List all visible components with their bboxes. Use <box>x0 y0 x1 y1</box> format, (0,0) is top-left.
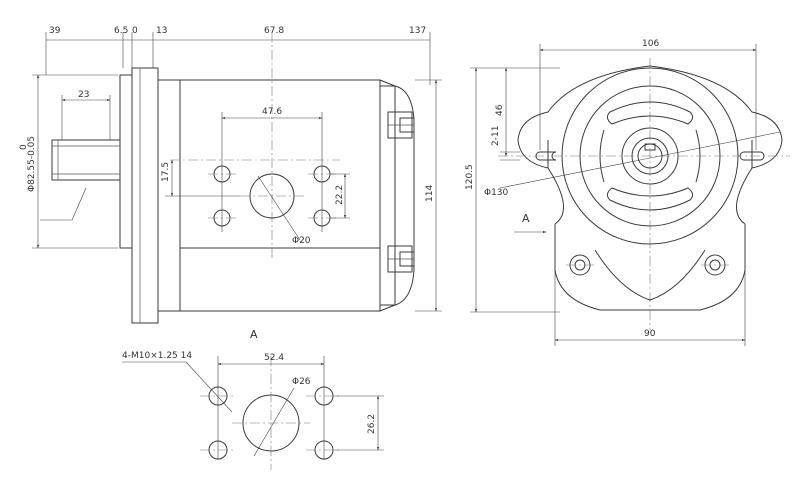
dim-23: 23 <box>78 90 89 100</box>
dim-6-5: 6.5 <box>114 26 128 36</box>
port-view <box>122 356 384 470</box>
view-label-a: A <box>250 328 258 341</box>
dim-120-5: 120.5 <box>465 164 475 190</box>
dim-26-2: 26.2 <box>367 414 377 434</box>
dim-114: 114 <box>425 185 435 202</box>
dim-106: 106 <box>642 39 659 49</box>
dim-52-4: 52.4 <box>264 353 284 363</box>
dim-90: 90 <box>644 329 656 339</box>
dim-46: 46 <box>495 104 505 116</box>
dim-67-8: 67.8 <box>264 26 284 36</box>
dim-phi20: Φ20 <box>292 236 311 246</box>
dim-thread: 4-M10×1.25 14 <box>122 351 192 361</box>
dim-phi82-tol: 0 <box>19 144 29 150</box>
dim-47-6: 47.6 <box>262 107 282 117</box>
dim-39: 39 <box>49 26 61 36</box>
dim-2-11: 2-11 <box>491 126 501 146</box>
dim-phi82: Φ82.55-0.05 <box>27 136 37 192</box>
dim-17-5: 17.5 <box>161 162 171 182</box>
dim-22-2: 22.2 <box>335 185 345 205</box>
dim-0: 0 <box>132 26 138 36</box>
dim-137: 137 <box>409 26 426 36</box>
dim-phi130: Φ130 <box>484 188 509 198</box>
dim-phi26: Φ26 <box>292 377 311 387</box>
side-view <box>32 32 442 324</box>
arrow-label-a: A <box>522 212 530 225</box>
dim-13: 13 <box>156 26 167 36</box>
front-view <box>470 44 790 346</box>
